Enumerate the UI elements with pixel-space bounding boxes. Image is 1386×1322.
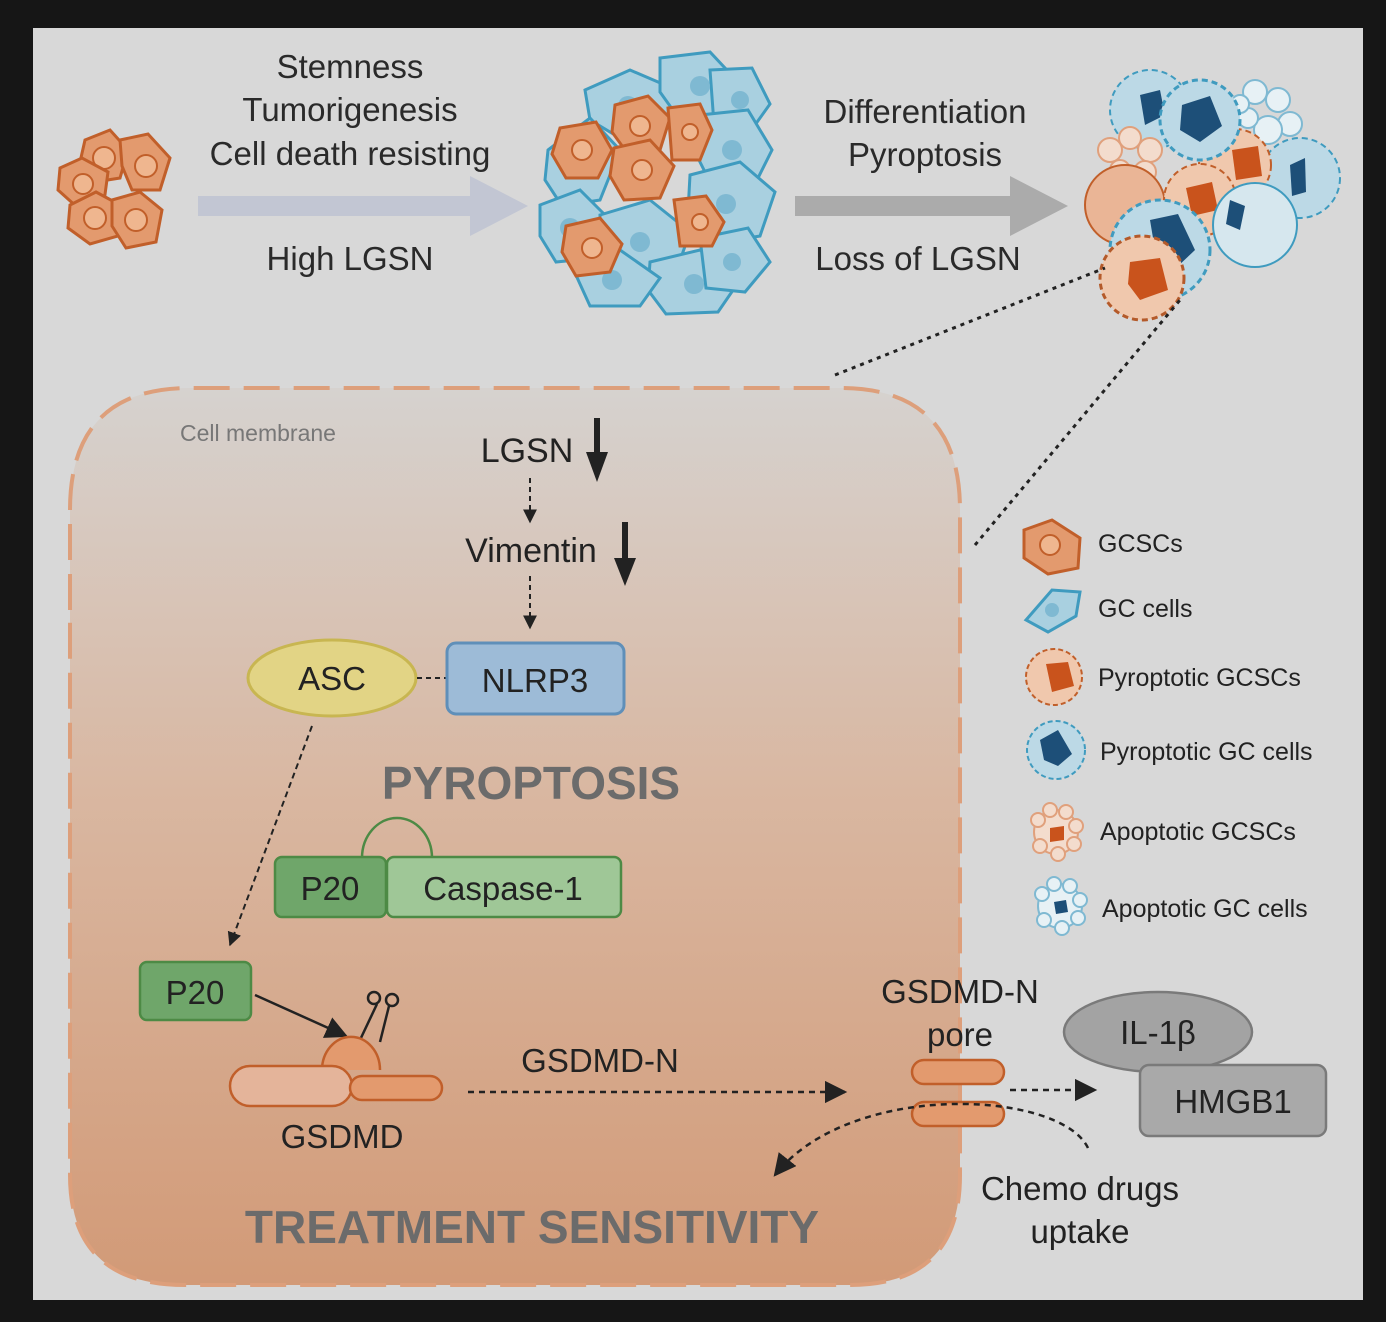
legend: GCSCs GC cells Pyroptotic GCSCs Pyroptot… [1022, 518, 1313, 936]
pore-upper [910, 1058, 1006, 1086]
gcsc-cluster [56, 128, 172, 250]
arrow1-label-3: Cell death resisting [210, 135, 491, 172]
gcsc-icon [1022, 518, 1082, 576]
hmgb1-node [1138, 1063, 1328, 1138]
progression-arrow-1 [198, 176, 528, 236]
p20-to-gsdmd-arrow [254, 993, 349, 1038]
vimentin-label: Vimentin [465, 532, 597, 570]
p20-node [138, 960, 253, 1022]
arrow2-label-2: Pyroptosis [848, 136, 1002, 173]
arrow1-label-1: Stemness [277, 48, 424, 85]
arrow2-label-1: Differentiation [823, 93, 1026, 130]
pyroptosis-heading: PYROPTOSIS [382, 757, 680, 809]
asc-to-p20-arrow [227, 725, 313, 947]
legend-label-apoptotic-gcscs: Apoptotic GCSCs [1100, 818, 1296, 846]
pyroptotic-gcsc-icon [1025, 648, 1083, 706]
apoptotic-gc-cell-icon [1034, 876, 1088, 936]
il1b-label: IL-1β [1120, 1014, 1196, 1051]
caspase1-node [385, 855, 623, 919]
progression-arrow-2 [795, 176, 1068, 236]
gsdmd-left-domain [228, 1064, 354, 1108]
p20-label: P20 [166, 974, 225, 1011]
gsdmd-n-domain [348, 1074, 444, 1102]
chemo-label-2: uptake [1030, 1213, 1129, 1250]
legend-label-pyroptotic-gc-cells: Pyroptotic GC cells [1100, 738, 1313, 766]
caspase-complex-loop [360, 816, 434, 859]
nlrp3-node [445, 641, 626, 716]
pore-label-1: GSDMD-N [881, 973, 1039, 1010]
chemo-label-1: Chemo drugs [981, 1170, 1179, 1207]
scissors-icon [358, 990, 400, 1043]
pore-lower [910, 1100, 1006, 1128]
gsdmd-label: GSDMD [281, 1118, 404, 1155]
caspase1-label: Caspase-1 [423, 870, 583, 907]
apoptotic-gcsc-icon [1030, 802, 1084, 862]
p20-complex-label: P20 [301, 870, 360, 907]
pore-label-2: pore [927, 1016, 993, 1053]
legend-label-gcscs: GCSCs [1098, 530, 1183, 558]
gc-cell-icon [1023, 588, 1082, 634]
gsdmd-n-label: GSDMD-N [521, 1042, 679, 1079]
asc-label: ASC [298, 660, 366, 697]
lgsn-down-arrow-icon [586, 418, 608, 482]
nlrp3-label: NLRP3 [482, 662, 588, 699]
arrow1-label-2: Tumorigenesis [242, 91, 457, 128]
legend-label-gc-cells: GC cells [1098, 595, 1192, 623]
cell-membrane [68, 386, 962, 1287]
legend-label-apoptotic-gc-cells: Apoptotic GC cells [1102, 895, 1308, 923]
tumor-mass [538, 50, 777, 316]
dying-cell-cluster [1084, 69, 1341, 322]
arrow2-bottom-label: Loss of LGSN [815, 240, 1020, 277]
gsdmd-c-domain [320, 1035, 382, 1071]
vimentin-down-arrow-icon [614, 522, 636, 586]
legend-label-pyroptotic-gcscs: Pyroptotic GCSCs [1098, 664, 1301, 692]
zoom-connector-1 [834, 266, 1106, 377]
pyroptotic-gc-cell-icon [1026, 720, 1086, 780]
hmgb1-label: HMGB1 [1174, 1083, 1291, 1120]
asc-node [246, 638, 418, 718]
lgsn-label: LGSN [481, 432, 574, 470]
treatment-sensitivity-heading: TREATMENT SENSITIVITY [245, 1201, 819, 1253]
arrow1-bottom-label: High LGSN [267, 240, 434, 277]
cell-membrane-label: Cell membrane [180, 420, 336, 446]
